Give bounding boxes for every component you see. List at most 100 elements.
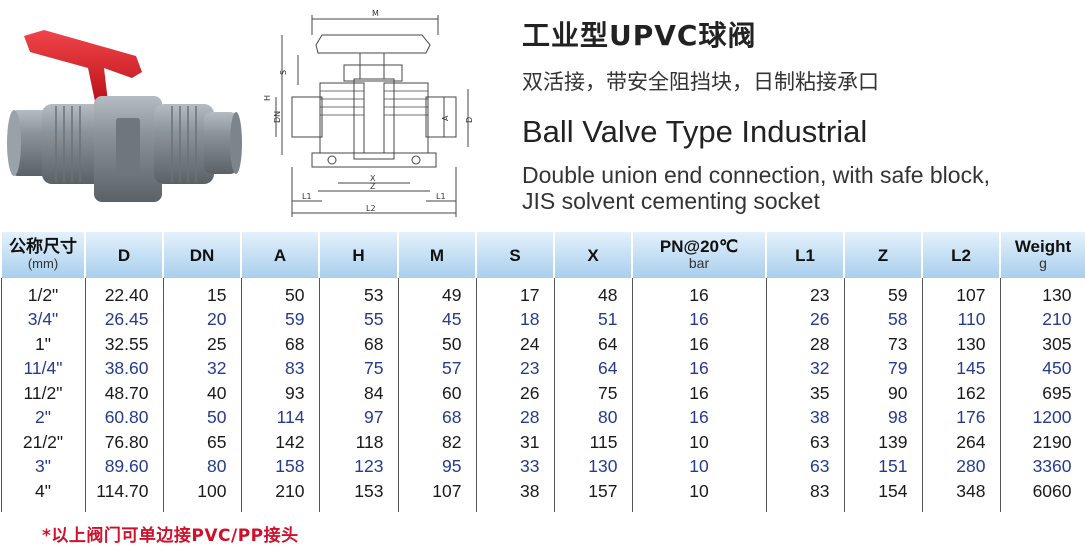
table-cell: 75 (553, 381, 633, 406)
table-cell: 25 (162, 332, 242, 357)
table-cell: 24 (475, 332, 555, 357)
header-z: Z (843, 232, 923, 278)
table-cell: 130 (921, 332, 1001, 357)
table-cell: 16 (631, 278, 767, 308)
table-cell: 21/2" (0, 430, 86, 455)
header-m: M (397, 232, 477, 278)
subtitle-en-line2: JIS solvent cementing socket (522, 188, 820, 214)
header-s: S (475, 232, 555, 278)
product-subtitle-en: Double union end connection, with safe b… (522, 162, 990, 214)
table-cell: 115 (553, 430, 633, 455)
drawing-label-m: M (372, 9, 379, 18)
table-cell: 32 (765, 356, 845, 381)
table-cell: 40 (162, 381, 242, 406)
table-cell: 38 (475, 479, 555, 512)
table-cell: 1/2" (0, 278, 86, 308)
table-cell: 51 (553, 307, 633, 332)
technical-drawing: M S H DN A D X Z L1 L1 L2 (263, 9, 474, 217)
table-cell: 93 (240, 381, 320, 406)
table-cell: 157 (553, 479, 633, 512)
table-cell: 97 (318, 405, 399, 430)
table-cell: 80 (553, 405, 633, 430)
table-cell: 11/4" (0, 356, 86, 381)
table-cell: 50 (240, 278, 320, 308)
table-cell: 48 (553, 278, 633, 308)
table-cell: 48.70 (84, 381, 164, 406)
table-cell: 151 (843, 454, 923, 479)
table-cell: 82 (397, 430, 477, 455)
table-cell: 158 (240, 454, 320, 479)
table-cell: 50 (397, 332, 477, 357)
table-cell: 95 (397, 454, 477, 479)
table-cell: 84 (318, 381, 399, 406)
table-cell: 114 (240, 405, 320, 430)
table-cell: 6060 (999, 479, 1085, 512)
table-cell: 33 (475, 454, 555, 479)
table-cell: 32 (162, 356, 242, 381)
header-dn: DN (162, 232, 242, 278)
table-cell: 3/4" (0, 307, 86, 332)
drawing-label-x: X (370, 174, 376, 183)
drawing-label-l2: L2 (366, 204, 376, 213)
table-cell: 107 (921, 278, 1001, 308)
table-cell: 53 (318, 278, 399, 308)
table-cell: 50 (162, 405, 242, 430)
table-cell: 49 (397, 278, 477, 308)
table-cell: 107 (397, 479, 477, 512)
table-cell: 26.45 (84, 307, 164, 332)
table-cell: 4" (0, 479, 86, 512)
table-cell: 60.80 (84, 405, 164, 430)
table-cell: 89.60 (84, 454, 164, 479)
table-cell: 20 (162, 307, 242, 332)
table-cell: 450 (999, 356, 1085, 381)
table-cell: 23 (475, 356, 555, 381)
table-cell: 11/2" (0, 381, 86, 406)
product-title-en: Ball Valve Type Industrial (522, 114, 868, 149)
table-cell: 16 (631, 405, 767, 430)
drawing-label-a: A (441, 115, 450, 121)
valve-photo (7, 30, 242, 202)
table-cell: 75 (318, 356, 399, 381)
table-cell: 18 (475, 307, 555, 332)
table-cell: 80 (162, 454, 242, 479)
table-cell: 64 (553, 356, 633, 381)
table-cell: 60 (397, 381, 477, 406)
table-cell: 98 (843, 405, 923, 430)
table-cell: 10 (631, 479, 767, 512)
table-cell: 32.55 (84, 332, 164, 357)
table-cell: 280 (921, 454, 1001, 479)
table-cell: 23 (765, 278, 845, 308)
table-cell: 90 (843, 381, 923, 406)
drawing-label-d: D (465, 117, 474, 123)
footnote: *以上阀门可单边接PVC/PP接头 (42, 526, 299, 546)
table-cell: 79 (843, 356, 923, 381)
table-cell: 100 (162, 479, 242, 512)
table-cell: 1" (0, 332, 86, 357)
header-nominal-size: 公称尺寸(mm) (0, 232, 86, 278)
table-cell: 26 (765, 307, 845, 332)
table-cell: 10 (631, 430, 767, 455)
table-cell: 57 (397, 356, 477, 381)
table-cell: 305 (999, 332, 1085, 357)
table-cell: 17 (475, 278, 555, 308)
drawing-label-z: Z (370, 182, 376, 191)
table-cell: 154 (843, 479, 923, 512)
table-cell: 16 (631, 307, 767, 332)
table-cell: 63 (765, 430, 845, 455)
table-cell: 83 (765, 479, 845, 512)
table-cell: 65 (162, 430, 242, 455)
table-cell: 10 (631, 454, 767, 479)
table-cell: 83 (240, 356, 320, 381)
table-cell: 59 (240, 307, 320, 332)
table-cell: 264 (921, 430, 1001, 455)
drawing-label-l1-left: L1 (302, 192, 312, 201)
table-cell: 22.40 (84, 278, 164, 308)
table-cell: 68 (240, 332, 320, 357)
